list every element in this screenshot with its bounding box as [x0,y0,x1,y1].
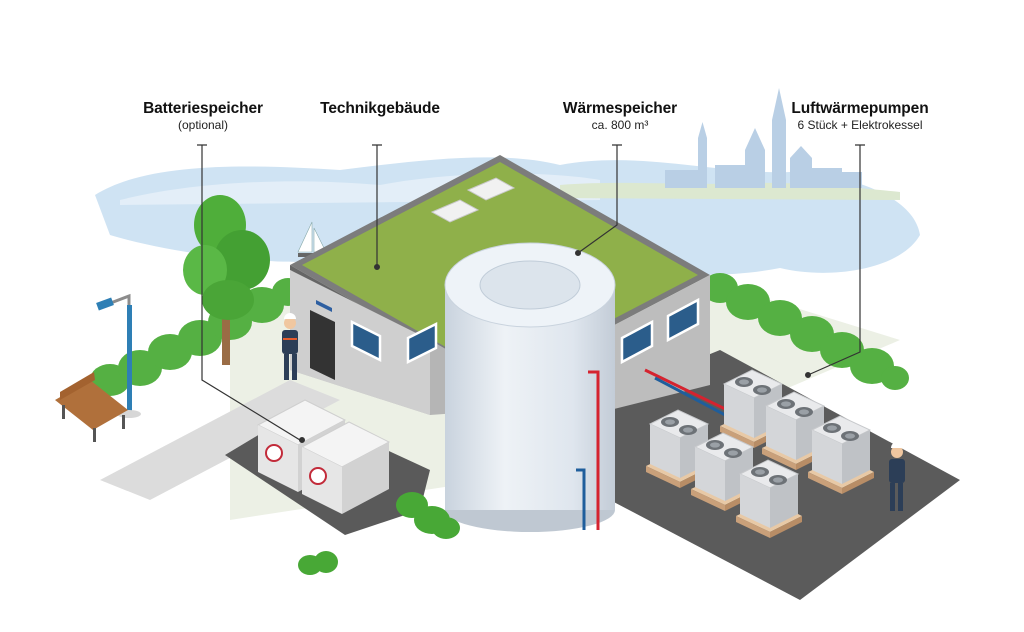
heat-storage-tank [444,242,616,532]
bush [298,551,338,575]
heat-pump-unit [811,415,871,485]
tree [183,195,270,365]
label-subtitle: (optional) [177,118,229,132]
bench [55,372,128,442]
label-battery-storage: Batteriespeicher (optional) [128,100,278,133]
label-subtitle: 6 Stück + Elektrokessel [797,118,923,132]
label-tech-building: Technikgebäude [300,100,460,118]
battery-storage [256,399,391,514]
label-title: Luftwärmepumpen [791,100,929,117]
worker-right [889,442,905,511]
label-heat-storage: Wärmespeicher ca. 800 m³ [545,100,695,133]
hedge-right [702,273,909,390]
label-heat-pumps: Luftwärmepumpen 6 Stück + Elektrokessel [775,100,945,133]
heat-logo-icon [309,467,327,485]
label-title: Technikgebäude [320,100,440,117]
bush [396,492,460,539]
city-skyline [665,88,862,188]
walkway [100,380,340,500]
label-title: Wärmespeicher [562,100,678,117]
heat-logo-icon [265,444,283,462]
label-title: Batteriespeicher [143,100,263,117]
battery-unit [300,421,391,514]
label-subtitle: ca. 800 m³ [591,118,649,132]
leader-lines [197,144,865,444]
heat-pump-unit [739,459,799,529]
worker-left [282,313,298,380]
